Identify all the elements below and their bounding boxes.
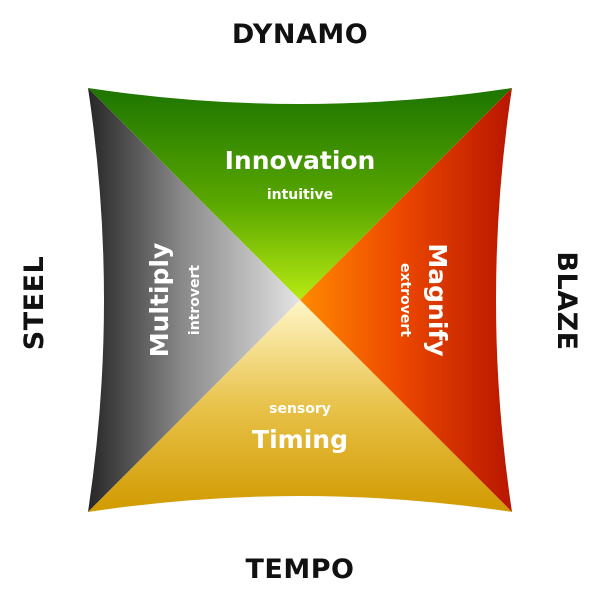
quadrant-top-subtitle: intuitive — [267, 187, 333, 203]
quadrant-left-subtitle: introvert — [187, 265, 203, 336]
edge-label-top: DYNAMO — [232, 19, 368, 50]
quadrant-right-title: Magnify — [423, 243, 452, 356]
edge-label-bottom: TEMPO — [246, 554, 355, 585]
quadrant-bottom — [88, 300, 512, 512]
quadrant-left — [88, 88, 300, 512]
quadrant-right-subtitle: extrovert — [397, 263, 413, 337]
quadrant-bottom-subtitle: sensory — [269, 401, 331, 417]
quadrant-top-title: Innovation — [225, 146, 376, 175]
quadrant-right — [300, 88, 512, 512]
quadrant-top — [88, 88, 512, 300]
edge-label-right: BLAZE — [551, 251, 582, 350]
quadrant-bottom-title: Timing — [252, 425, 348, 454]
quadrant-left-title: Multiply — [145, 243, 174, 358]
edge-label-left: STEEL — [19, 256, 50, 350]
